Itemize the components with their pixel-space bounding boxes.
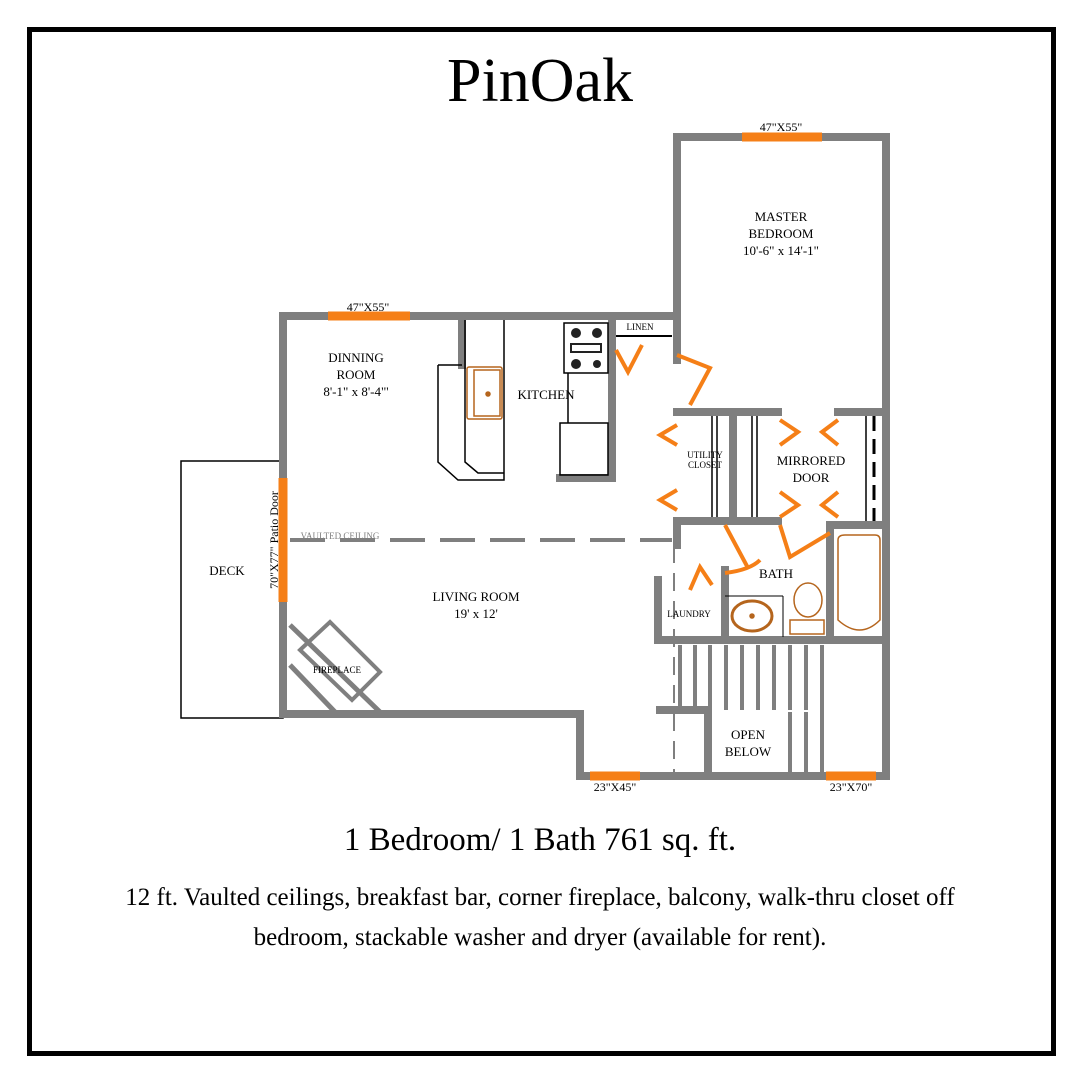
vaulted-ceiling-label: VAULTED CEILING [301,531,380,541]
kitchen-label: KITCHEN [517,387,575,402]
living-room-label: LIVING ROOM [432,589,519,604]
window-label-bottom-left: 23"X45" [594,780,637,794]
bath-fixtures [725,534,881,637]
windows [278,132,876,781]
closet-rods [616,335,876,521]
description-line-1: 12 ft. Vaulted ceilings, breakfast bar, … [125,884,955,911]
master-bedroom-label: MASTER [755,209,808,224]
bath-label: BATH [759,566,793,581]
description-line-2: bedroom, stackable washer and dryer (ava… [253,924,827,951]
window-label-master: 47"X55" [760,120,803,134]
stairs [678,645,824,772]
laundry-label: LAUNDRY [667,609,711,619]
master-bedroom-label-2: BEDROOM [748,226,813,241]
dining-room-label-2: ROOM [336,367,375,382]
plan-title: PinOak [447,47,633,115]
utility-closet-label-2: CLOSET [688,460,723,470]
open-below-label-2: BELOW [725,744,772,759]
living-room-size: 19' x 12' [454,606,498,621]
window-label-dining: 47"X55" [347,300,390,314]
page-frame [27,27,1056,1056]
utility-closet-label: UTILITY [687,450,723,460]
linen-label: LINEN [627,322,654,332]
dining-room-label: DINNING [328,350,384,365]
mirrored-door-label: MIRRORED [777,453,846,468]
dining-room-size: 8'-1" x 8'-4"' [323,384,388,399]
master-bedroom-size: 10'-6" x 14'-1" [743,243,819,258]
deck-label: DECK [209,563,245,578]
doors [614,344,840,591]
kitchen-sink-icon [466,366,503,420]
unit-summary: 1 Bedroom/ 1 Bath 761 sq. ft. [343,822,737,858]
fireplace [288,619,383,714]
mirrored-door-label-2: DOOR [793,470,830,485]
unit-description: 12 ft. Vaulted ceilings, breakfast bar, … [40,878,1040,958]
open-below-label: OPEN [731,727,766,742]
fireplace-label: FIREPLACE [313,665,362,675]
window-label-bottom-right: 23"X70" [830,780,873,794]
patio-door-label: 70"X77" Patio Door [267,491,281,589]
stove-icon [570,328,602,369]
